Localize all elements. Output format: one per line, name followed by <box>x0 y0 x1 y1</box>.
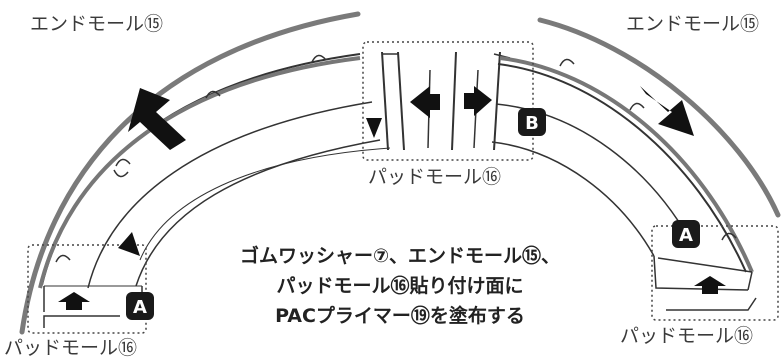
instruction-caption: ゴムワッシャー⑦、エンドモール⑮、 パッドモール⑯貼り付け面に PACプライマー… <box>240 244 560 327</box>
arrow-center-down <box>366 118 382 138</box>
arrows <box>58 86 726 310</box>
arrow-center-right <box>474 86 492 116</box>
badge-a-left: A <box>126 292 154 320</box>
arrow-center-left <box>410 86 430 118</box>
pad-outline-right <box>666 297 757 311</box>
arrow-right-up <box>694 276 726 286</box>
badge-b-center: B <box>518 108 546 136</box>
svg-text:A: A <box>133 297 147 318</box>
svg-text:A: A <box>679 225 693 246</box>
caption-line-1: ゴムワッシャー⑦、エンドモール⑮、 <box>240 244 560 267</box>
arrow-left-pointer <box>118 232 140 256</box>
end-mole-strip-left <box>19 11 361 335</box>
arrow-left-diagonal <box>128 88 186 150</box>
caption-line-3: PACプライマー⑲を塗布する <box>275 304 525 327</box>
label-pad-mole-center: パッドモール⑯ <box>368 166 501 188</box>
pad-outline-left <box>43 315 120 328</box>
label-end-mole-left: エンドモール⑮ <box>30 13 163 35</box>
detail-box-center <box>362 41 534 161</box>
badge-a-right: A <box>672 220 700 248</box>
detail-box-left <box>27 244 147 334</box>
label-pad-mole-right: パッドモール⑯ <box>620 325 753 347</box>
end-mole-strip-right <box>537 17 781 218</box>
arrow-right-diagonal <box>640 86 694 136</box>
label-end-mole-right: エンドモール⑮ <box>626 13 759 35</box>
fender-flare-left <box>38 53 391 312</box>
svg-text:B: B <box>525 113 539 134</box>
detail-box-right <box>651 225 779 321</box>
label-pad-mole-left: パッドモール⑯ <box>4 337 137 359</box>
arrow-left-up <box>58 292 90 302</box>
caption-line-2: パッドモール⑯貼り付け面に <box>276 274 523 297</box>
